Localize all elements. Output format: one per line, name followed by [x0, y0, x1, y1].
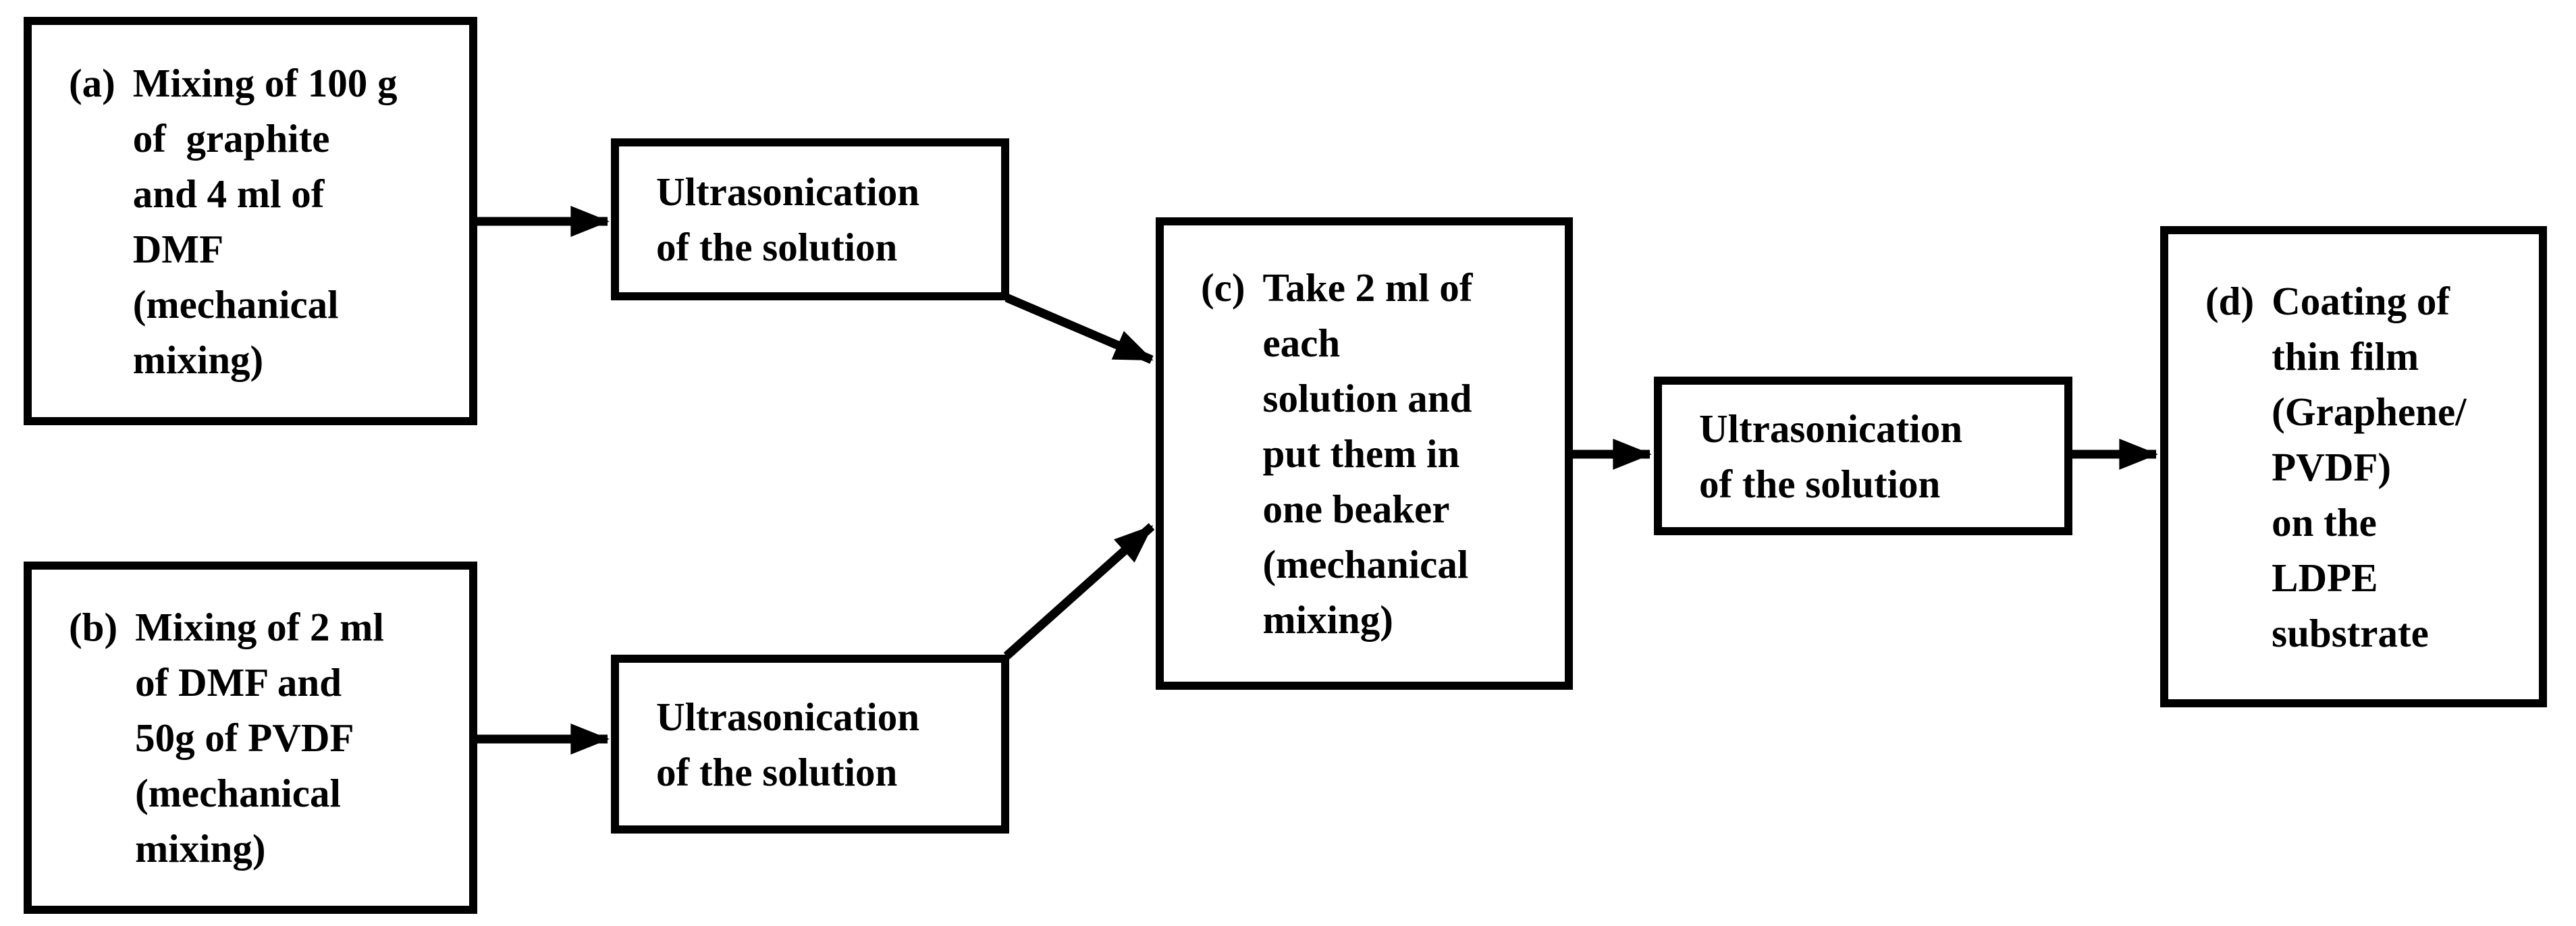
text-line: Ultrasonication — [1699, 406, 1963, 451]
text-line: DMF — [132, 226, 224, 271]
ultrasonication-text-2: Ultrasonication of the solution — [656, 689, 919, 800]
text-line: Take 2 ml of — [1262, 265, 1473, 310]
process-box-d: (d) Coating of thin film (Graphene/ PVDF… — [2160, 226, 2547, 707]
process-box-c: (c) Take 2 ml of each solution and put t… — [1156, 217, 1573, 690]
ultrasonication-box-3: Ultrasonication of the solution — [1654, 377, 2072, 535]
text-line: put them in — [1262, 431, 1460, 476]
text-line: Mixing of 100 g — [132, 60, 398, 105]
text-line: Coating of — [2272, 278, 2450, 323]
text-line: mixing) — [135, 826, 266, 871]
arrow-ultrasonication2-to-c — [1003, 523, 1155, 659]
text-line: of the solution — [656, 225, 898, 269]
step-text-d: Coating of thin film (Graphene/ PVDF) on… — [2272, 273, 2466, 661]
text-line: each — [1262, 321, 1341, 365]
arrow-ultrasonication1-to-c — [1004, 294, 1154, 364]
text-line: solution and — [1262, 376, 1472, 420]
step-label-c: (c) — [1201, 265, 1245, 310]
text-line: and 4 ml of — [132, 171, 325, 216]
process-box-a: (a) Mixing of 100 g of graphite and 4 ml… — [24, 17, 477, 425]
text-line: thin film — [2272, 333, 2419, 379]
text-line: of the solution — [1699, 461, 1941, 506]
ultrasonication-text-1: Ultrasonication of the solution — [656, 164, 919, 275]
step-text-b: Mixing of 2 ml of DMF and 50g of PVDF (m… — [135, 599, 384, 876]
text-line: on the — [2272, 499, 2377, 545]
ultrasonication-box-2: Ultrasonication of the solution — [611, 655, 1009, 834]
text-line: PVDF) — [2272, 444, 2392, 489]
text-line: mixing) — [1262, 597, 1393, 642]
text-line: one beaker — [1262, 487, 1450, 531]
text-line: Mixing of 2 ml — [135, 605, 384, 649]
text-line: Ultrasonication — [656, 169, 920, 214]
text-line: of the solution — [656, 749, 898, 794]
text-line: LDPE — [2272, 555, 2378, 600]
text-line: mixing) — [132, 337, 264, 382]
text-line: of graphite — [132, 115, 330, 161]
process-box-b: (b) Mixing of 2 ml of DMF and 50g of PVD… — [24, 562, 477, 914]
step-text-a: Mixing of 100 g of graphite and 4 ml of … — [133, 55, 398, 387]
text-line: 50g of PVDF — [135, 715, 354, 760]
text-line: (mechanical — [1262, 542, 1469, 587]
text-line: (Graphene/ — [2272, 389, 2467, 434]
step-label-b: (b) — [69, 605, 118, 649]
text-line: substrate — [2272, 610, 2429, 655]
step-label-a: (a) — [69, 60, 115, 105]
text-line: of DMF and — [135, 660, 342, 705]
ultrasonication-text-3: Ultrasonication of the solution — [1699, 401, 1962, 512]
step-text-c: Take 2 ml of each solution and put them … — [1262, 260, 1472, 647]
text-line: (mechanical — [132, 281, 339, 327]
text-line: Ultrasonication — [656, 694, 920, 739]
step-label-d: (d) — [2205, 278, 2255, 323]
text-line: (mechanical — [135, 771, 341, 815]
ultrasonication-box-1: Ultrasonication of the solution — [611, 138, 1009, 300]
